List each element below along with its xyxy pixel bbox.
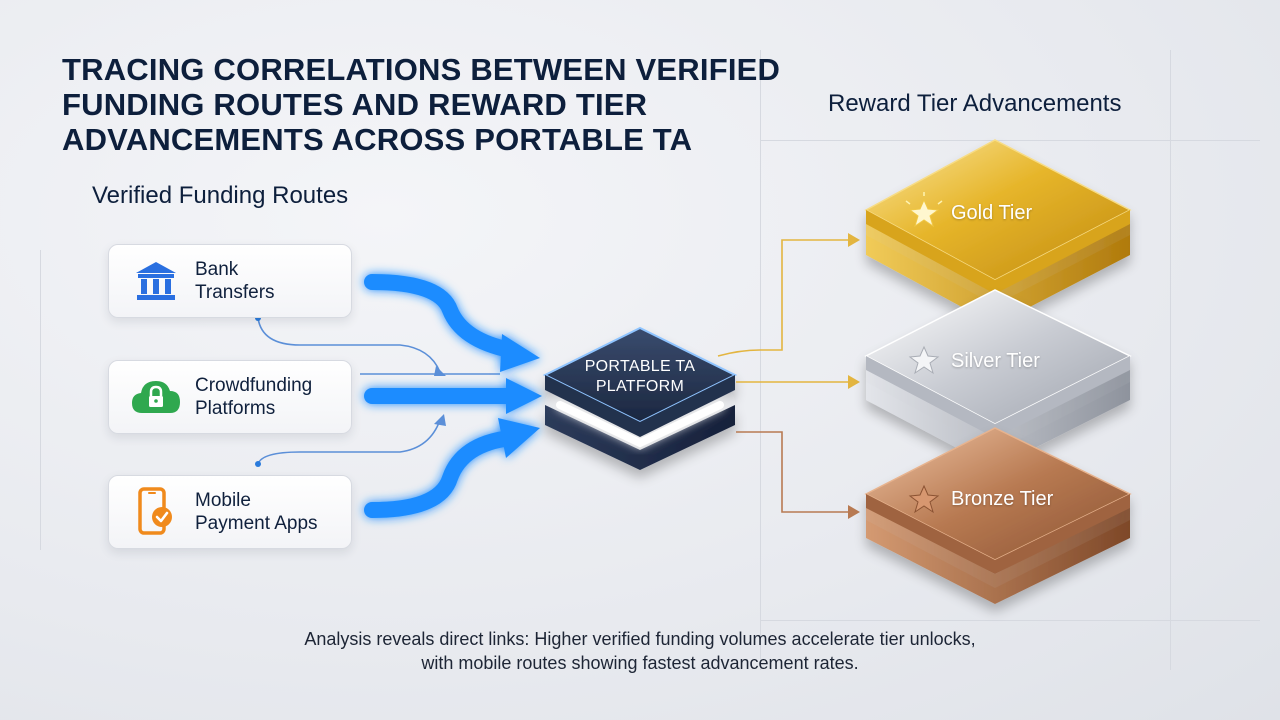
cloud-lock-icon: [129, 370, 183, 424]
grid-line: [1170, 50, 1171, 670]
flow-arrow-mobile: [364, 430, 518, 518]
output-arrowhead-silver: [848, 375, 860, 389]
funding-routes-heading: Verified Funding Routes: [92, 182, 349, 209]
page-title: TRACING CORRELATIONS BETWEEN VERIFIED FU…: [62, 52, 781, 157]
flow-arrow-bank-head: [500, 334, 540, 372]
grid-line: [760, 620, 1260, 621]
flow-arrow-bank: [364, 274, 518, 358]
flow-arrow-mobile-head: [498, 418, 540, 458]
star-icon: [908, 484, 940, 514]
grid-line: [760, 50, 761, 670]
connector-arrowhead: [434, 366, 446, 376]
star-icon: [908, 345, 940, 375]
output-line-bronze: [736, 431, 850, 513]
connector-arrowhead: [434, 414, 446, 426]
connector-dot: [255, 461, 261, 467]
bronze-tier-block: [864, 427, 1132, 604]
silver-tier-block: [864, 289, 1132, 468]
bank-icon: [129, 254, 183, 308]
platform-node: [542, 326, 738, 470]
reward-tiers-heading: Reward Tier Advancements: [828, 90, 1122, 117]
mobile-payment-icon: [129, 485, 183, 539]
analysis-caption: Analysis reveals direct links: Higher ve…: [304, 629, 976, 673]
grid-line: [40, 250, 41, 550]
star-icon: [905, 192, 943, 228]
bronze-tier-label: Bronze Tier: [951, 488, 1054, 510]
output-arrowhead-bronze: [848, 505, 860, 519]
silver-tier-label: Silver Tier: [951, 350, 1040, 372]
output-line-gold: [717, 239, 850, 357]
grid-line: [760, 140, 1260, 141]
gold-tier-label: Gold Tier: [951, 202, 1033, 224]
gold-tier-block: [864, 139, 1132, 325]
flow-arrow-crowd-head: [506, 378, 542, 414]
output-arrowhead-gold: [848, 233, 860, 247]
